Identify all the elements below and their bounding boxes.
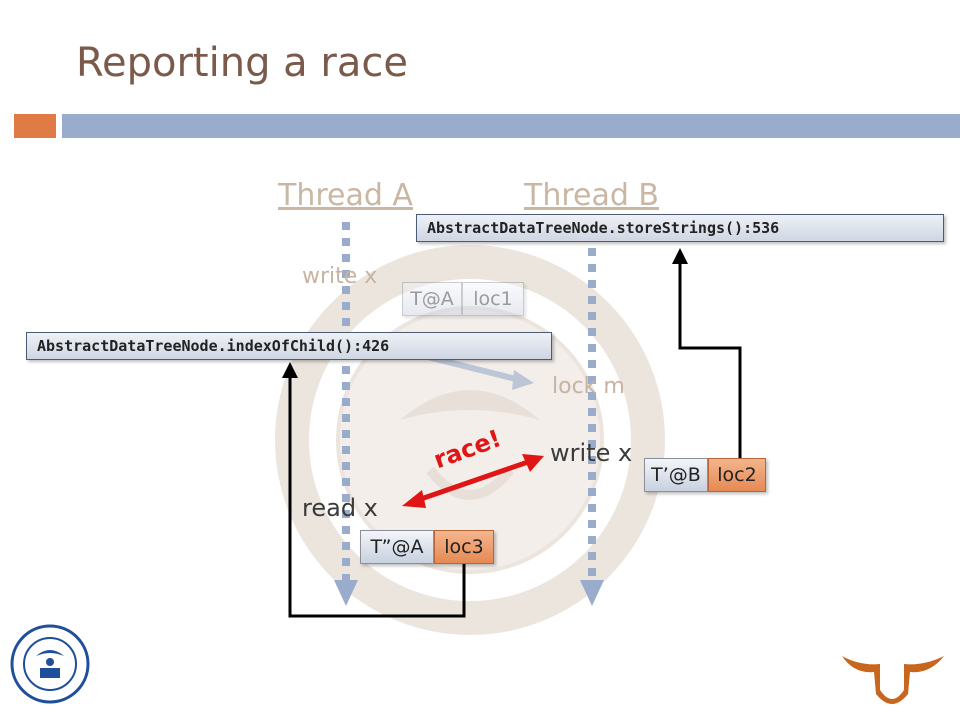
tag-loc2: T’@B loc2	[644, 458, 766, 492]
tag-loc1: T@A loc1	[402, 282, 524, 316]
tag-loc1-loc: loc1	[462, 282, 524, 316]
race-double-arrow	[402, 454, 544, 508]
tag-loc3: T”@A loc3	[360, 530, 494, 564]
thread-b-label: Thread B	[524, 178, 660, 213]
thread-b-timeline	[580, 248, 604, 606]
university-seal-icon	[10, 624, 90, 704]
loc3-connector	[282, 362, 466, 618]
tag-loc2-thread: T’@B	[644, 458, 708, 492]
header-accent-blue	[62, 114, 960, 138]
tag-loc3-loc: loc3	[434, 530, 494, 564]
event-lock-m: lock m	[552, 374, 625, 399]
event-read-x: read x	[302, 494, 378, 522]
tag-loc1-thread: T@A	[402, 282, 462, 316]
event-write-x-thread-b: write x	[550, 439, 633, 467]
longhorn-logo-icon	[842, 656, 944, 704]
thread-a-timeline	[334, 222, 358, 606]
stack-frame-store-strings: AbstractDataTreeNode.storeStrings():536	[416, 214, 944, 242]
thread-a-label: Thread A	[278, 178, 413, 213]
header-accent-orange	[14, 114, 56, 138]
tag-loc2-loc: loc2	[708, 458, 766, 492]
stack-frame-index-of-child: AbstractDataTreeNode.indexOfChild():426	[26, 332, 552, 360]
event-write-x-thread-a: write x	[302, 264, 378, 289]
tag-loc3-thread: T”@A	[360, 530, 434, 564]
slide-title: Reporting a race	[76, 40, 408, 86]
loc2-connector	[672, 248, 742, 460]
